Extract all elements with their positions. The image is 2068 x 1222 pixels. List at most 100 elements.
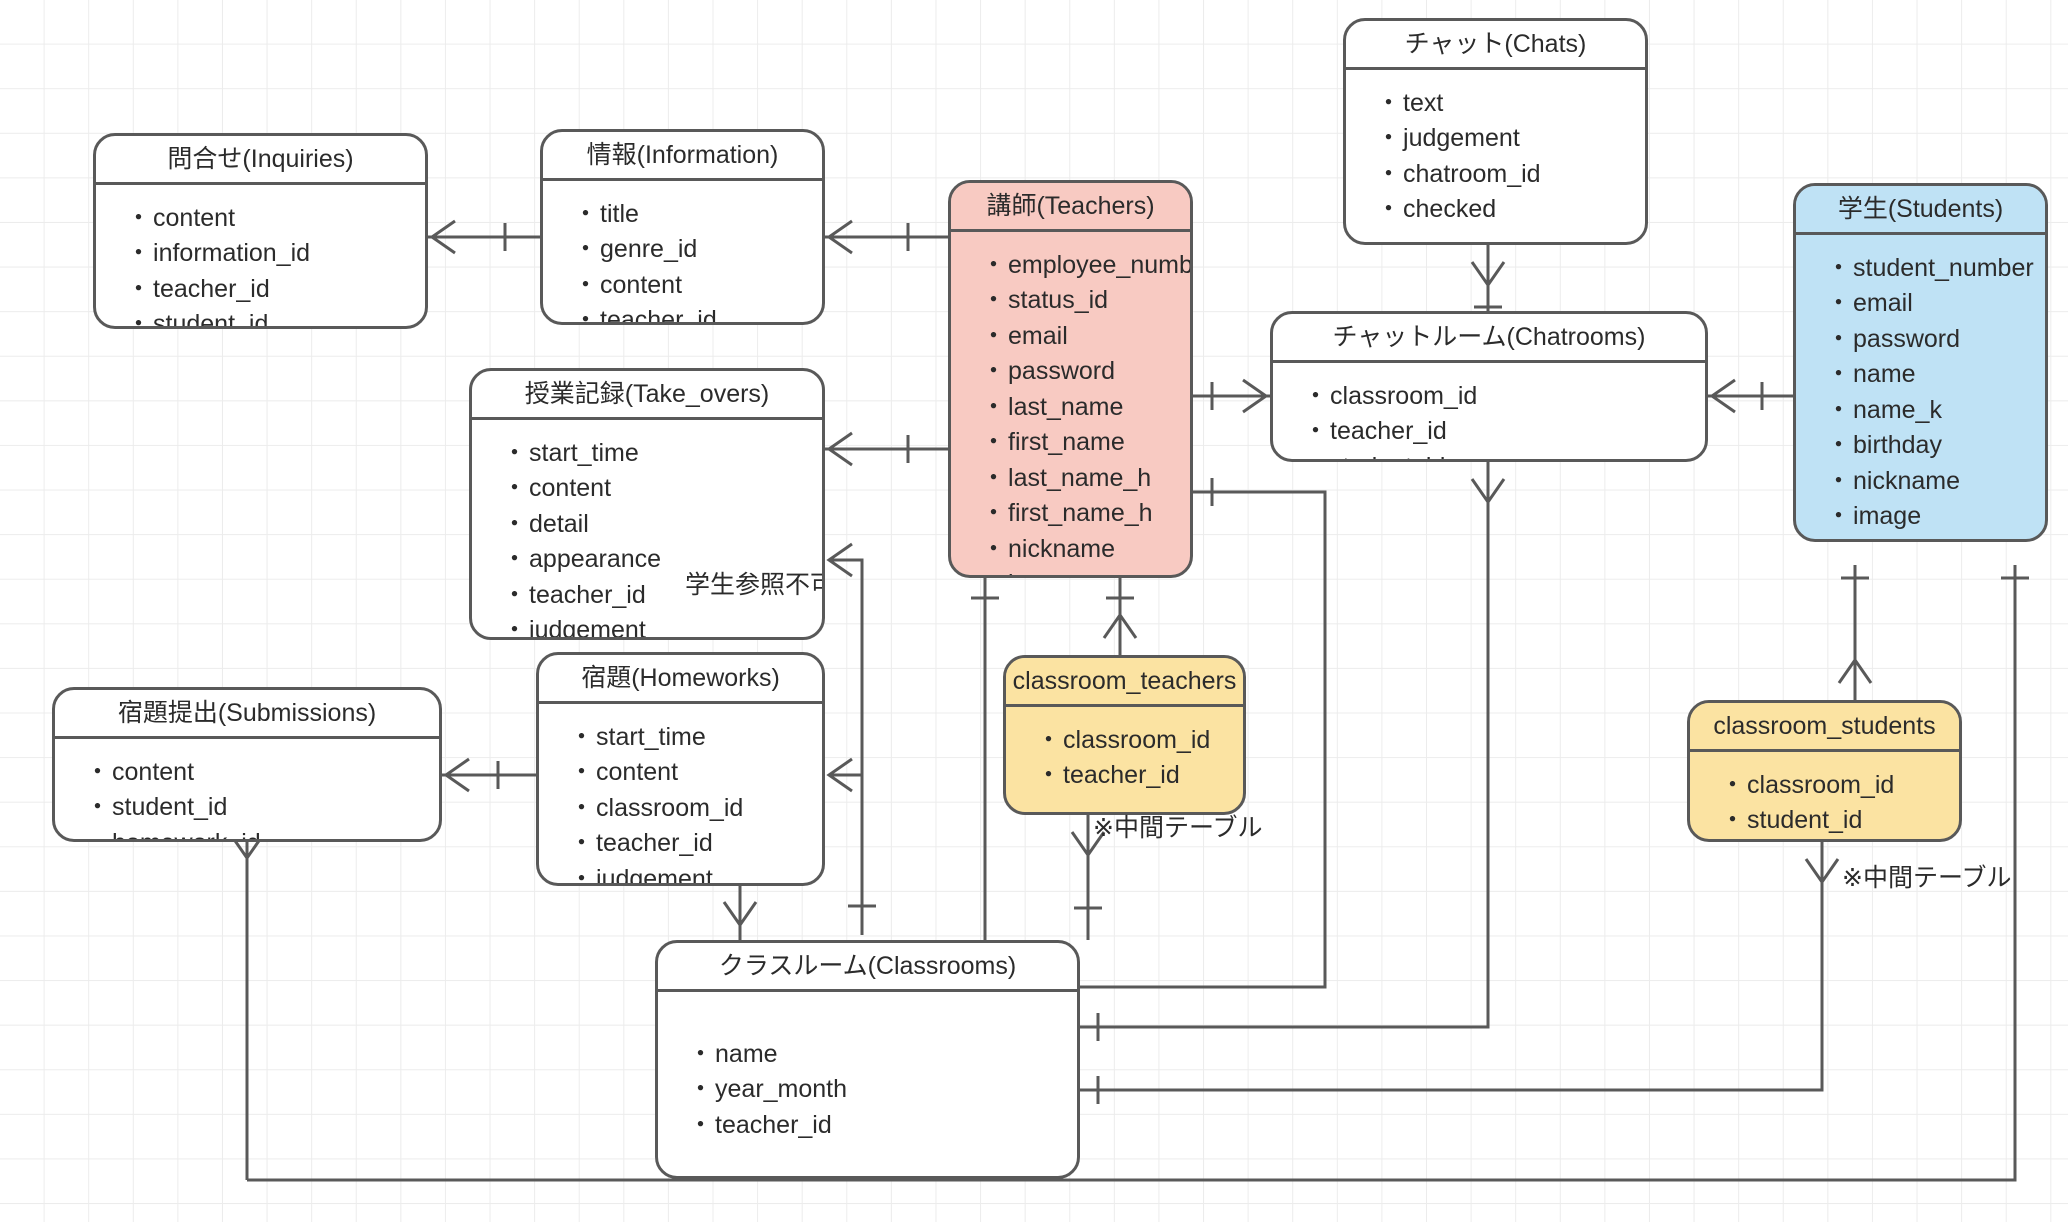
entity-classrooms[interactable]: クラスルーム(Classrooms) name year_month teach…: [655, 940, 1080, 1179]
attribute-item: information_id: [126, 236, 425, 272]
note-classroom-teachers-junction: ※中間テーブル: [1093, 814, 1263, 842]
entity-inquiries[interactable]: 問合せ(Inquiries) content information_id te…: [93, 133, 428, 329]
attribute-item: genre_id: [573, 232, 822, 268]
crowfoot-chatrooms-students: [1709, 378, 1736, 414]
entity-chats[interactable]: チャット(Chats) text judgement chatroom_id c…: [1343, 18, 1648, 245]
attribute-item: employee_number: [981, 248, 1190, 284]
attribute-item: checked: [1376, 192, 1645, 228]
attribute-item: content: [85, 755, 439, 791]
attribute-item: teacher_id: [1303, 414, 1705, 450]
entity-chats-attributes: text judgement chatroom_id checked: [1346, 70, 1645, 242]
crowfoot-chats: [1470, 261, 1506, 288]
attribute-item: text: [1376, 86, 1645, 122]
attribute-item: name: [688, 1037, 1077, 1073]
attribute-item: name: [1826, 357, 2045, 393]
attribute-item: title: [573, 197, 822, 233]
attribute-item: student_id: [126, 307, 425, 326]
entity-classroom-students[interactable]: classroom_students classroom_id student_…: [1687, 700, 1962, 842]
crowfoot-ct-teachers: [1102, 612, 1138, 639]
entity-submissions-title: 宿題提出(Submissions): [55, 690, 439, 739]
attribute-item: content: [126, 201, 425, 237]
attribute-item: student_id: [85, 790, 439, 826]
entity-take-overs[interactable]: 授業記録(Take_overs) start_time content deta…: [469, 368, 825, 640]
attribute-item: status_id: [981, 283, 1190, 319]
entity-take-overs-title: 授業記録(Take_overs): [472, 371, 822, 420]
entity-classroom-teachers-title: classroom_teachers: [1006, 658, 1243, 707]
crowfoot-chatrooms-classrooms: [1470, 478, 1506, 505]
entity-inquiries-title: 問合せ(Inquiries): [96, 136, 425, 185]
attribute-item: detail: [502, 507, 822, 543]
attribute-item: judgement: [502, 613, 822, 637]
entity-chats-title: チャット(Chats): [1346, 21, 1645, 70]
attribute-item: first_name: [981, 425, 1190, 461]
attribute-item: nickname: [981, 532, 1190, 568]
crowfoot-homeworks-classrooms: [722, 901, 758, 928]
attribute-item: judgement: [1376, 121, 1645, 157]
entity-homeworks-title: 宿題(Homeworks): [539, 655, 822, 704]
attribute-item: password: [1826, 322, 2045, 358]
note-classroom-students-junction: ※中間テーブル: [1842, 864, 2012, 892]
attribute-item: student_number: [1826, 251, 2045, 287]
entity-information[interactable]: 情報(Information) title genre_id content t…: [540, 129, 825, 325]
attribute-item: student_id: [1303, 450, 1705, 459]
crowfoot-cs-classrooms: [1804, 858, 1840, 885]
attribute-item: teacher_id: [126, 272, 425, 308]
attribute-item: first_name_h: [981, 496, 1190, 532]
attribute-item: image: [981, 567, 1190, 575]
edge-homeworks-teachers: [829, 560, 864, 777]
crowfoot-inquiries: [429, 219, 456, 255]
entity-students-attributes: student_number email password name name_…: [1796, 235, 2045, 539]
entity-homeworks-attributes: start_time content classroom_id teacher_…: [539, 704, 822, 883]
crowfoot-chatrooms-teachers: [1242, 378, 1269, 414]
attribute-item: birthday: [1826, 428, 2045, 464]
entity-information-attributes: title genre_id content teacher_id: [543, 181, 822, 322]
attribute-item: last_name: [981, 390, 1190, 426]
entity-information-title: 情報(Information): [543, 132, 822, 181]
note-takeovers-student-no-reference: 学生参照不可: [685, 570, 825, 599]
entity-submissions-attributes: content student_id homework_id: [55, 739, 439, 839]
crowfoot-cs-students: [1837, 657, 1873, 684]
attribute-item: start_time: [569, 720, 822, 756]
entity-students-title: 学生(Students): [1796, 186, 2045, 235]
attribute-item: classroom_id: [569, 791, 822, 827]
attribute-item: content: [573, 268, 822, 304]
entity-chatrooms-attributes: classroom_id teacher_id student_id: [1273, 363, 1705, 459]
entity-take-overs-attributes: start_time content detail appearance tea…: [472, 420, 825, 637]
attribute-item: image: [1826, 499, 2045, 535]
attribute-item: content: [502, 471, 822, 507]
entity-students[interactable]: 学生(Students) student_number email passwo…: [1793, 183, 2048, 542]
entity-classroom-students-title: classroom_students: [1690, 703, 1959, 752]
attribute-item: classroom_id: [1303, 379, 1705, 415]
attribute-item: email: [981, 319, 1190, 355]
entity-teachers-attributes: employee_number status_id email password…: [951, 232, 1190, 575]
entity-teachers-title: 講師(Teachers): [951, 183, 1190, 232]
attribute-item: judgement: [569, 862, 822, 883]
attribute-item: chatroom_id: [1376, 157, 1645, 193]
entity-teachers[interactable]: 講師(Teachers) employee_number status_id e…: [948, 180, 1193, 578]
attribute-item: name_k: [1826, 393, 2045, 429]
attribute-item: teacher_id: [569, 826, 822, 862]
crowfoot-submissions-homeworks: [443, 757, 470, 793]
attribute-item: last_name_h: [981, 461, 1190, 497]
entity-chatrooms-title: チャットルーム(Chatrooms): [1273, 314, 1705, 363]
attribute-item: homework_id: [85, 826, 439, 839]
entity-classroom-teachers[interactable]: classroom_teachers classroom_id teacher_…: [1003, 655, 1246, 815]
entity-classrooms-attributes: name year_month teacher_id: [658, 992, 1077, 1176]
edge-cs-classrooms: [1080, 842, 1824, 1092]
entity-classrooms-title: クラスルーム(Classrooms): [658, 943, 1077, 992]
attribute-item: email: [1826, 286, 2045, 322]
attribute-item: nickname: [1826, 464, 2045, 500]
entity-submissions[interactable]: 宿題提出(Submissions) content student_id hom…: [52, 687, 442, 842]
attribute-item: classroom_id: [1036, 723, 1243, 759]
crowfoot-homeworks-teachers: [826, 757, 853, 793]
attribute-item: classroom_id: [1720, 768, 1959, 804]
attribute-item: teacher_id: [688, 1108, 1077, 1144]
crowfoot-takeovers-classrooms: [826, 542, 853, 578]
entity-chatrooms[interactable]: チャットルーム(Chatrooms) classroom_id teacher_…: [1270, 311, 1708, 462]
attribute-item: teacher_id: [573, 303, 822, 322]
entity-homeworks[interactable]: 宿題(Homeworks) start_time content classro…: [536, 652, 825, 886]
entity-classroom-teachers-attributes: classroom_id teacher_id: [1006, 707, 1243, 812]
attribute-item: year_month: [688, 1072, 1077, 1108]
attribute-item: teacher_id: [1036, 758, 1243, 794]
